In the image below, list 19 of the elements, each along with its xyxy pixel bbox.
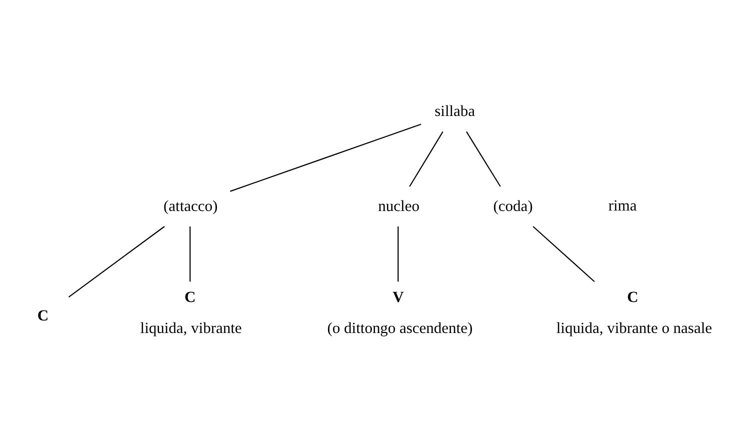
connector — [532, 226, 595, 282]
node-text: (coda) — [493, 198, 533, 215]
connector — [68, 226, 165, 297]
node-text: C — [184, 288, 196, 306]
node-label: (o dittongo ascendente) — [327, 319, 473, 336]
connector — [398, 226, 399, 282]
label: rima — [608, 197, 637, 214]
node-text: nucleo — [378, 198, 420, 215]
node-label: liquida, vibrante — [140, 319, 242, 336]
connector — [409, 130, 444, 186]
connector — [190, 226, 191, 282]
node-text: (attacco) — [164, 198, 218, 215]
node-text: sillaba — [434, 102, 476, 120]
node-text: C — [37, 307, 49, 324]
node-label: liquida, vibrante o nasale — [556, 319, 712, 336]
connector — [466, 130, 501, 186]
node-text: C — [627, 288, 638, 306]
node-text: V — [392, 288, 404, 306]
connector — [230, 123, 422, 192]
